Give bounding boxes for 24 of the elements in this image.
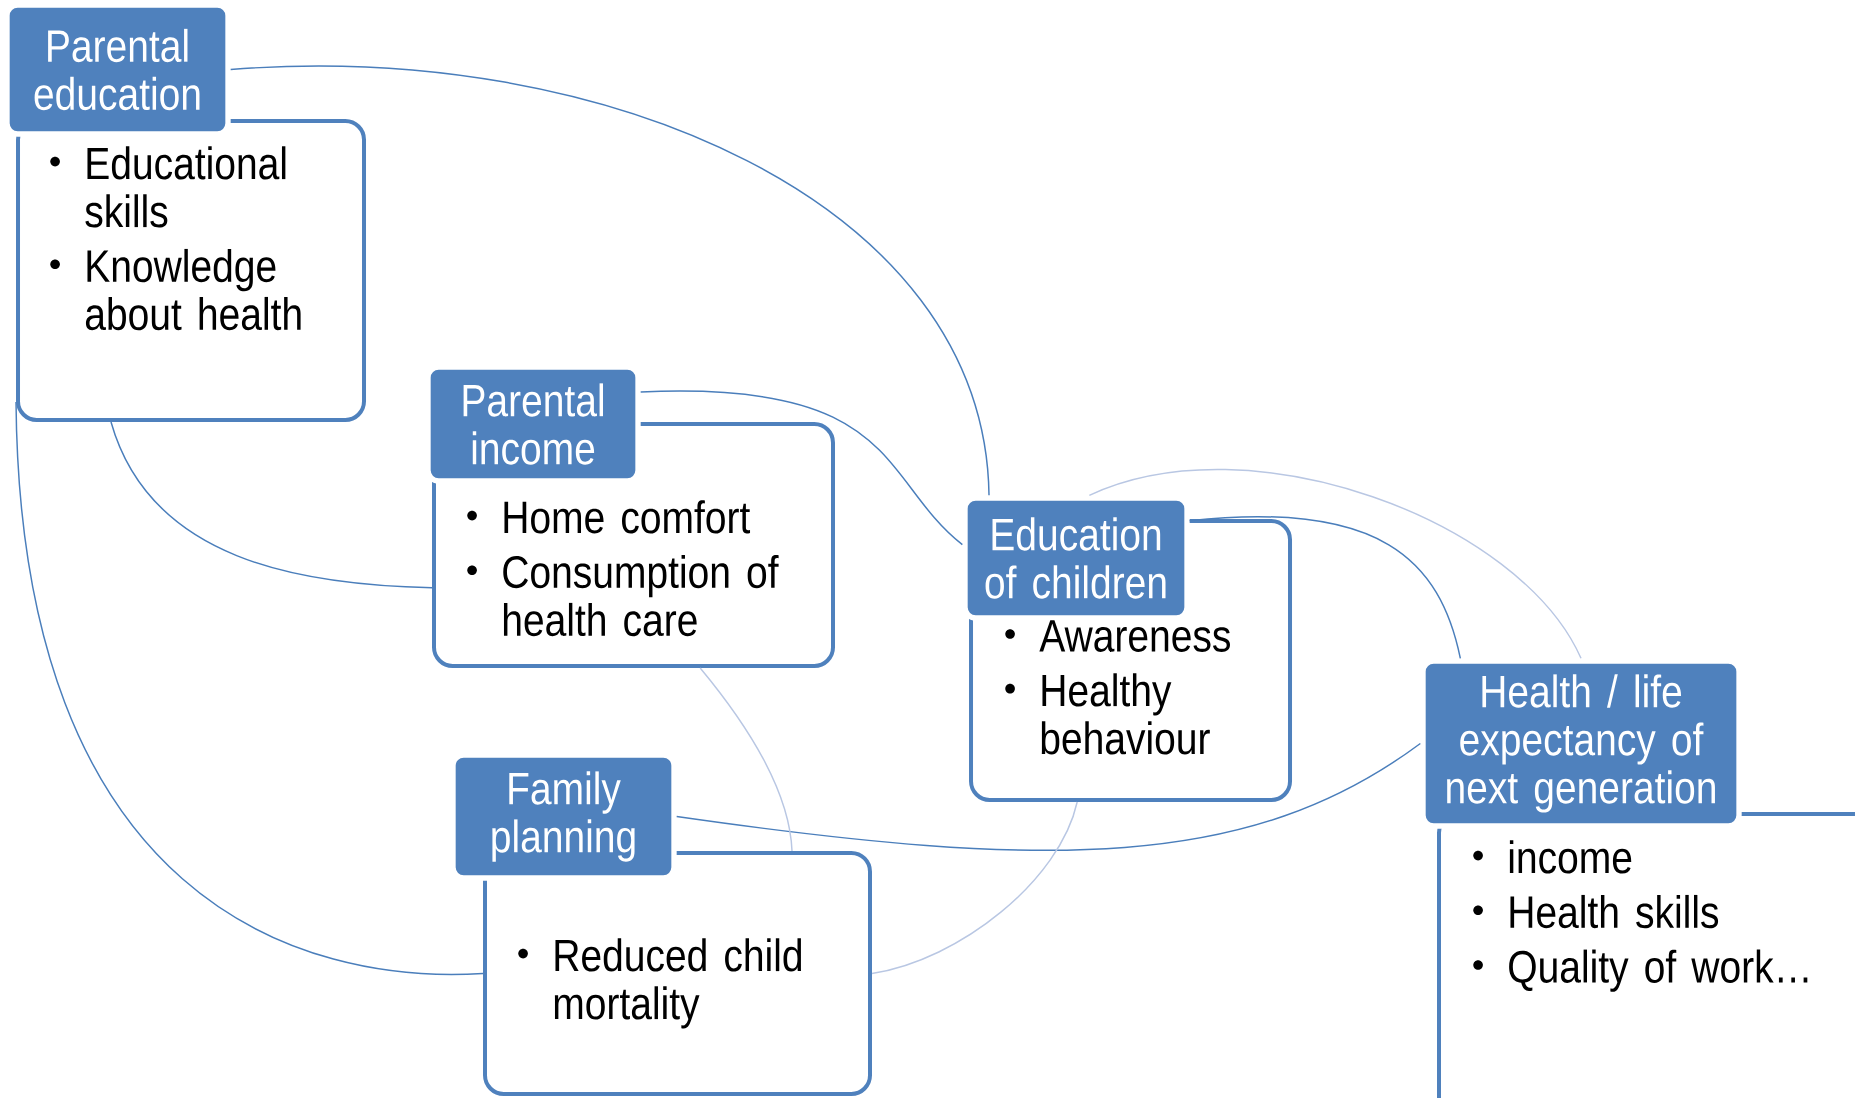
bullet-item: Educational skills [85,146,286,228]
header-tab: Parental education [4,2,231,137]
header-tab: Parental income [425,364,641,484]
bullet-item: Reduced child mortality [554,938,802,1029]
header-tab: Family planning [450,752,677,881]
connector [871,801,1078,975]
bullet-item: Healthy behaviour [1041,673,1210,755]
connector [1088,468,1582,660]
connector [1188,516,1462,660]
header-tab: Health / life expectancy of next generation [1420,658,1742,829]
header-tab: Education of children [962,495,1190,621]
bullet-item: Consumption of health care [503,554,779,637]
connector [699,667,793,852]
bullet-item: Health skills [1510,894,1719,929]
bullet-item: income [1509,840,1632,874]
bullet-item: Knowledge about health [85,248,301,331]
connector [15,401,484,975]
connector [675,742,1422,851]
connector [110,421,433,589]
bullet-item: Quality of work… [1509,949,1808,992]
connector [639,390,964,546]
bullet-item: Awareness [1039,620,1230,652]
connector [229,65,990,497]
bullet-item: Home comfort [504,500,750,534]
